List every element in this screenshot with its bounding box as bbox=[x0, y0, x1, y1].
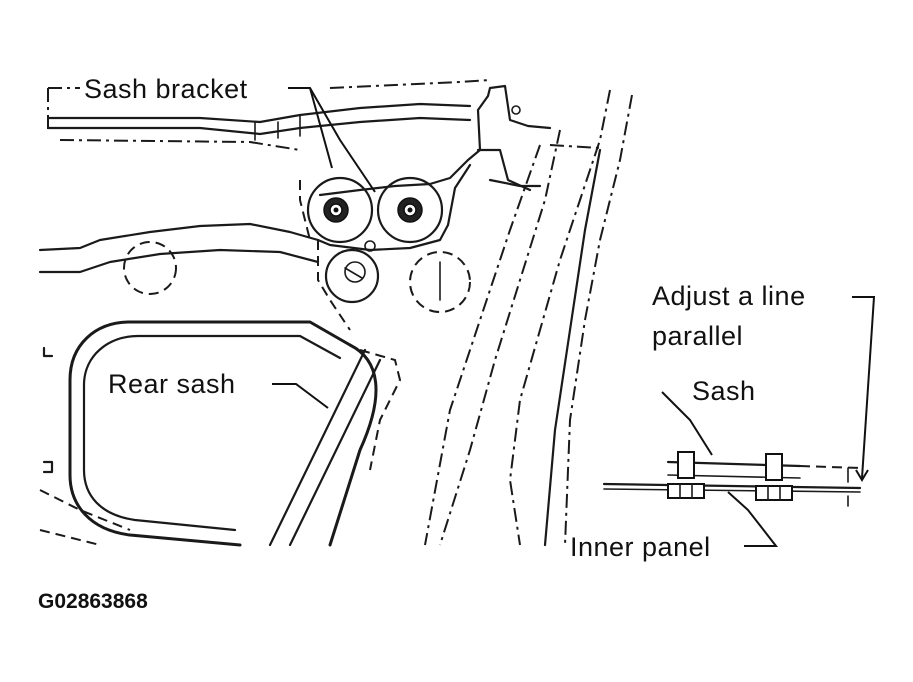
leader-lines bbox=[272, 87, 876, 547]
label-parallel: parallel bbox=[652, 321, 743, 351]
service-holes bbox=[123, 240, 471, 313]
figure-code: G02863868 bbox=[38, 590, 148, 613]
left-edge-marks bbox=[39, 346, 131, 546]
label-sash: Sash bbox=[692, 376, 756, 406]
rear-sash bbox=[68, 320, 402, 547]
label-adjust-line: Adjust a line bbox=[652, 281, 806, 311]
upper-door-frame bbox=[46, 79, 491, 151]
sash-inner-panel-detail bbox=[602, 451, 862, 507]
label-sash-bracket: Sash bracket bbox=[84, 74, 248, 104]
sash-bracket bbox=[299, 84, 552, 331]
door-beam bbox=[38, 222, 320, 274]
door-pillar bbox=[424, 89, 633, 547]
label-rear-sash: Rear sash bbox=[108, 369, 236, 399]
label-inner-panel: Inner panel bbox=[570, 532, 711, 562]
